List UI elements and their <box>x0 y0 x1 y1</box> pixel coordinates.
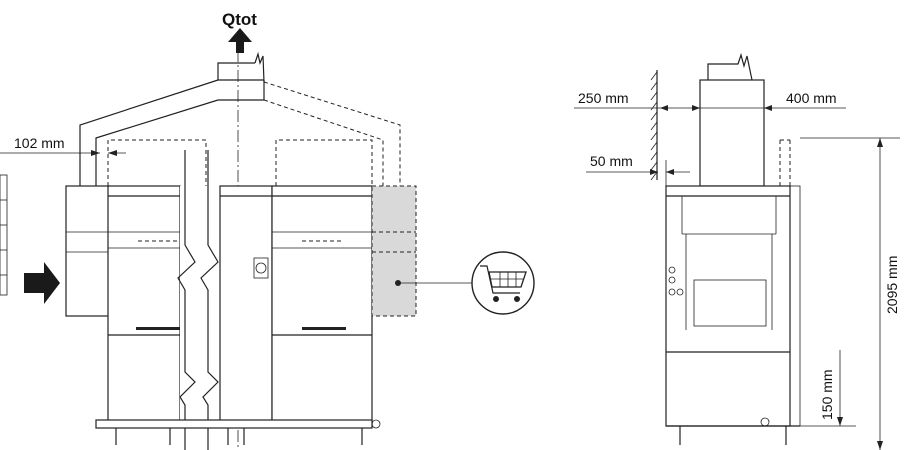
inlet-table <box>0 174 8 296</box>
arrow-up-icon <box>228 28 252 53</box>
dim-150mm: 150 mm <box>790 350 856 427</box>
exhaust-hood-box <box>217 51 265 83</box>
inlet-tunnel <box>65 185 111 317</box>
dim-102mm: 102 mm <box>0 135 126 156</box>
dim-400-label: 400 mm <box>786 90 837 106</box>
machine-module-2 <box>219 185 273 427</box>
dim-50mm: 50 mm <box>586 153 690 186</box>
side-duct <box>699 52 765 187</box>
dim-250mm: 250 mm <box>574 90 700 111</box>
duct-dashed <box>263 81 401 186</box>
qtot-label: Qtot <box>222 10 257 29</box>
break-section <box>177 150 219 450</box>
side-machine-body <box>665 139 801 445</box>
dim-2095mm: 2095 mm <box>800 137 900 450</box>
machine-module-1 <box>107 185 181 427</box>
module-outline-left <box>107 139 207 186</box>
feet <box>95 419 381 445</box>
dim-102-label: 102 mm <box>14 135 65 151</box>
wall <box>650 70 658 181</box>
dim-400mm: 400 mm <box>764 90 846 111</box>
dim-150-label: 150 mm <box>819 369 835 420</box>
duct-solid <box>79 79 265 186</box>
dim-50-label: 50 mm <box>590 153 633 169</box>
machine-module-3 <box>271 185 373 427</box>
module-outline-right <box>275 139 373 186</box>
shopping-cart-icon <box>471 251 535 315</box>
front-view: Qtot <box>0 10 535 450</box>
dim-2095-label: 2095 mm <box>884 256 900 314</box>
optional-module <box>371 185 417 317</box>
dim-250-label: 250 mm <box>578 90 629 106</box>
arrow-right-icon <box>24 262 60 304</box>
side-view: 250 mm 400 mm 50 mm <box>574 52 900 450</box>
